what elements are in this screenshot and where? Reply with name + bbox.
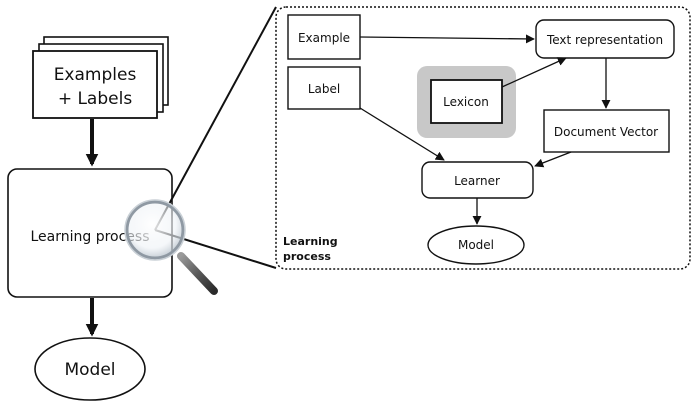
arrow-lexicon-to-textrep <box>501 57 567 88</box>
examples-labels-stack: Examples + Labels <box>32 36 169 119</box>
lexicon-text: Lexicon <box>443 95 489 109</box>
arrow-docvector-to-learner <box>534 151 572 168</box>
magnifier-lens <box>125 200 185 260</box>
label-text: Label <box>308 82 340 96</box>
magnifier-rim <box>124 199 186 261</box>
magnifier-handle <box>177 252 218 295</box>
learner-box: Learner <box>421 161 534 199</box>
text-representation-text: Text representation <box>546 33 663 47</box>
text-representation-rect <box>535 19 675 59</box>
learning-process-text: Learning process <box>30 229 149 245</box>
document-vector-rect <box>543 109 670 153</box>
zoom-line-top <box>154 6 277 231</box>
model-node: Model <box>34 337 146 401</box>
learner-text: Learner <box>454 174 500 188</box>
magnifier-icon <box>124 199 218 295</box>
labels-text: + Labels <box>58 89 133 109</box>
example-box: Example <box>287 14 361 60</box>
stack-card-front <box>32 50 158 119</box>
arrow-example-to-textrep <box>359 34 535 44</box>
example-rect <box>287 14 361 60</box>
document-vector-text: Document Vector <box>554 125 658 139</box>
model-text: Model <box>64 360 115 380</box>
model-ellipse <box>34 337 146 401</box>
detail-caption-line2: process <box>283 250 331 263</box>
label-box: Label <box>287 66 361 110</box>
document-vector-box: Document Vector <box>543 109 670 153</box>
example-text: Example <box>298 31 350 45</box>
examples-text: Examples <box>54 65 137 85</box>
learning-process-box: Learning process <box>7 168 173 298</box>
label-rect <box>287 66 361 110</box>
lexicon-rect <box>430 79 503 124</box>
detail-caption-line1: Learning <box>283 235 338 248</box>
arrow-label-to-learner <box>359 107 445 161</box>
lexicon-box: Lexicon <box>417 66 516 138</box>
detail-model-ellipse <box>427 225 525 265</box>
detail-model-node: Model <box>427 225 525 265</box>
text-representation-box: Text representation <box>535 19 675 59</box>
detail-model-text: Model <box>458 238 494 252</box>
